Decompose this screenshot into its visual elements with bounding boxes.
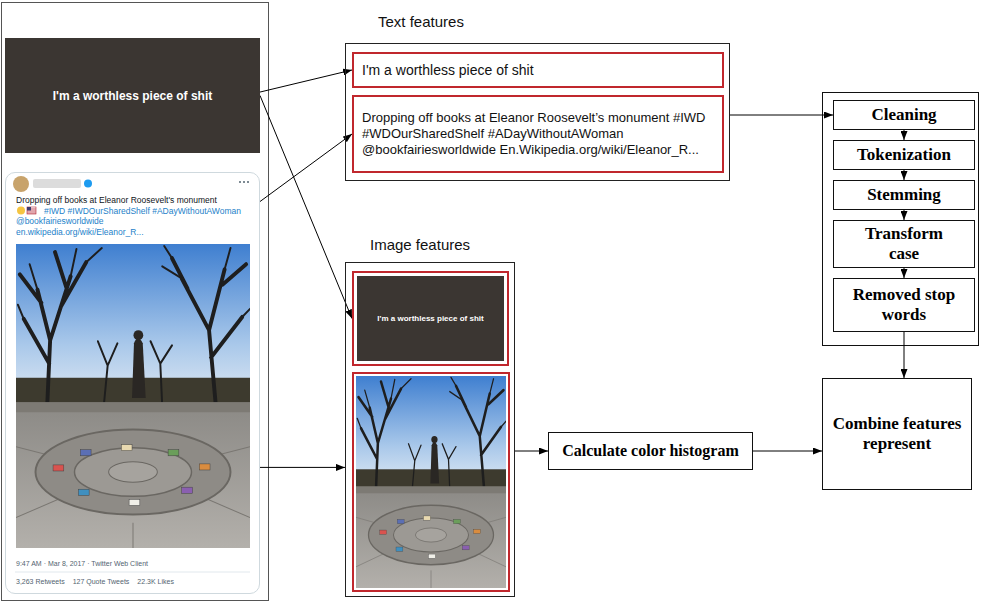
arrow-connector bbox=[904, 268, 905, 278]
tweet-meta: 9:47 AM · Mar 8, 2017 · Twitter Web Clie… bbox=[16, 559, 148, 570]
image-feature-photo bbox=[353, 373, 509, 591]
node-text: I'm a worthless piece of shit bbox=[362, 62, 534, 78]
feature-group: Text featuresI'm a worthless piece of sh… bbox=[345, 43, 730, 181]
node-text: Dropping off books at Eleanor Roosevelt’… bbox=[362, 110, 714, 158]
tweet-stat: 127 Quote Tweets bbox=[73, 577, 130, 588]
tweet-card: Dropping off books at Eleanor Roosevelt'… bbox=[5, 172, 260, 594]
tweet-photo bbox=[16, 244, 250, 548]
red-frame bbox=[353, 373, 509, 591]
blurred-name bbox=[33, 179, 81, 188]
process-box: Removed stop words bbox=[833, 278, 975, 332]
node-text: Cleaning bbox=[871, 105, 936, 125]
node-text: Removed stop words bbox=[840, 285, 968, 325]
group-heading: Image features bbox=[370, 236, 470, 254]
tweet-photo-frame bbox=[16, 244, 250, 548]
arrow-connector bbox=[730, 115, 833, 116]
node-text: Tokenization bbox=[857, 145, 951, 165]
tweet-stats: 3,263 Retweets 127 Quote Tweets 22.3K Like… bbox=[16, 577, 174, 588]
node-text: Calculate color histogram bbox=[562, 441, 739, 461]
process-box: Calculate color histogram bbox=[548, 432, 753, 470]
tweet-text: #IWD #IWDOurSharedShelf #ADayWithoutAWom… bbox=[16, 206, 252, 227]
arrow-connector bbox=[260, 70, 352, 92]
node-text: I'm a worthless piece of shit bbox=[53, 89, 213, 103]
process-box: Tokenization bbox=[833, 140, 975, 170]
node-text: Stemming bbox=[867, 185, 941, 205]
node-text: I'm a worthless piece of shit bbox=[377, 314, 483, 323]
panel-frame bbox=[2, 3, 269, 601]
process-box: Combine features represent bbox=[822, 378, 972, 490]
process-box: Cleaning bbox=[833, 100, 975, 130]
arrow-connector bbox=[904, 332, 905, 378]
divider bbox=[15, 572, 250, 573]
verified-badge bbox=[84, 180, 92, 188]
feature-group: Image featuresI'm a worthless piece of s… bbox=[345, 262, 515, 597]
text-feature-box: I'm a worthless piece of shit bbox=[352, 52, 724, 88]
arrow-connector bbox=[753, 451, 822, 452]
arrow-connector bbox=[260, 134, 352, 202]
node-text: Combine features represent bbox=[829, 414, 965, 454]
image-feature-box: I'm a worthless piece of shit bbox=[352, 271, 509, 366]
tweet-stat: 3,263 Retweets bbox=[16, 577, 65, 588]
more-icon bbox=[239, 181, 249, 183]
photo bbox=[356, 376, 506, 588]
arrow-connector bbox=[904, 210, 905, 220]
process-box: Stemming bbox=[833, 180, 975, 210]
arrow-connector bbox=[904, 130, 905, 140]
image-box: I'm a worthless piece of shit bbox=[5, 38, 260, 153]
emoji-icons bbox=[17, 207, 36, 215]
avatar bbox=[13, 176, 29, 192]
tweet-text: Dropping off books at Eleanor Roosevelt'… bbox=[16, 195, 252, 206]
tweet-text: en.wikipedia.org/wiki/Eleanor_R... bbox=[16, 227, 252, 238]
arrow-connector bbox=[515, 451, 548, 452]
arrow-connector bbox=[260, 467, 345, 468]
text-feature-box: Dropping off books at Eleanor Roosevelt’… bbox=[352, 95, 724, 173]
node-text: Transform case bbox=[852, 224, 956, 264]
arrow-connector bbox=[260, 96, 352, 319]
preprocess-frame bbox=[823, 93, 979, 346]
tweet-stat: 22.3K Likes bbox=[137, 577, 174, 588]
arrow-connector bbox=[904, 170, 905, 180]
group-heading: Text features bbox=[378, 13, 464, 31]
process-box: Transform case bbox=[833, 220, 975, 268]
